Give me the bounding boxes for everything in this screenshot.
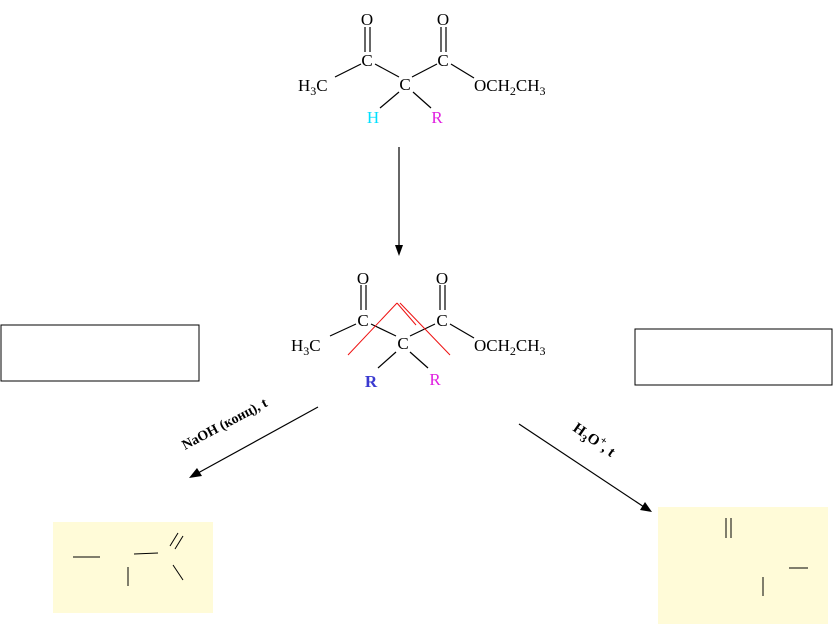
mid-bond-h3c-c [329,323,357,337]
top-ethoxy-group: OCH2CH3 [474,76,546,98]
top-keto-oxygen: O [361,10,373,29]
right-product-box [658,507,828,624]
left-answer-box [0,324,200,382]
top-bond-h3c-c [334,63,362,78]
mid-ethoxy-group: OCH2CH3 [474,336,546,358]
left-product-bond-3 [169,532,179,547]
mid-keto-oxygen: O [357,269,369,288]
top-r-substituent: R [431,108,443,127]
mid-bond-cester-o [449,323,475,339]
top-bond-calpha-cester [411,63,438,78]
left-product-bond-6 [172,564,184,581]
mid-bond-calpha-r1 [377,351,397,369]
top-methyl-group: H3C [298,76,328,98]
left-arrow [189,406,319,478]
mid-keto-carbon: C [357,311,368,330]
mid-bond-calpha-cester [409,323,436,337]
cleavage-line-center [396,302,417,326]
top-keto-carbon: C [361,51,372,70]
right-reaction-condition: H3O+, t [568,418,620,463]
mid-methyl-group: H3C [291,336,321,358]
mid-r1-substituent: R [365,372,378,391]
left-product-bond-4 [174,535,184,550]
top-bond-calpha-h [379,91,400,109]
mid-ester-carbon: C [436,311,447,330]
down-arrow [395,147,403,256]
left-product-box [53,522,213,613]
top-bond-calpha-r [412,91,432,109]
top-ester-carbon: C [437,51,448,70]
cleavage-line-left [347,302,398,356]
right-arrow [518,423,652,512]
right-answer-box [634,328,833,386]
mid-r2-substituent: R [429,370,441,389]
cleavage-line-right [399,302,451,356]
left-product-bond-2 [133,552,159,555]
mid-bond-calpha-r2 [409,351,429,369]
top-molecule: O O C C C H3C OCH2CH3 H R [298,10,546,127]
left-reaction-condition: NaOH (конц), t [180,396,271,454]
top-bond-cester-o [450,63,475,79]
mid-alpha-carbon: C [397,334,408,353]
top-alpha-carbon: C [399,75,410,94]
top-ester-oxygen: O [437,10,449,29]
top-bond-c-calpha [374,63,400,78]
mid-bond-c-calpha [370,323,397,337]
mid-ester-oxygen: O [436,269,448,288]
middle-molecule: O O C C C H3C OCH2CH3 R R [291,269,546,391]
top-hydrogen-substituent: H [367,108,379,127]
